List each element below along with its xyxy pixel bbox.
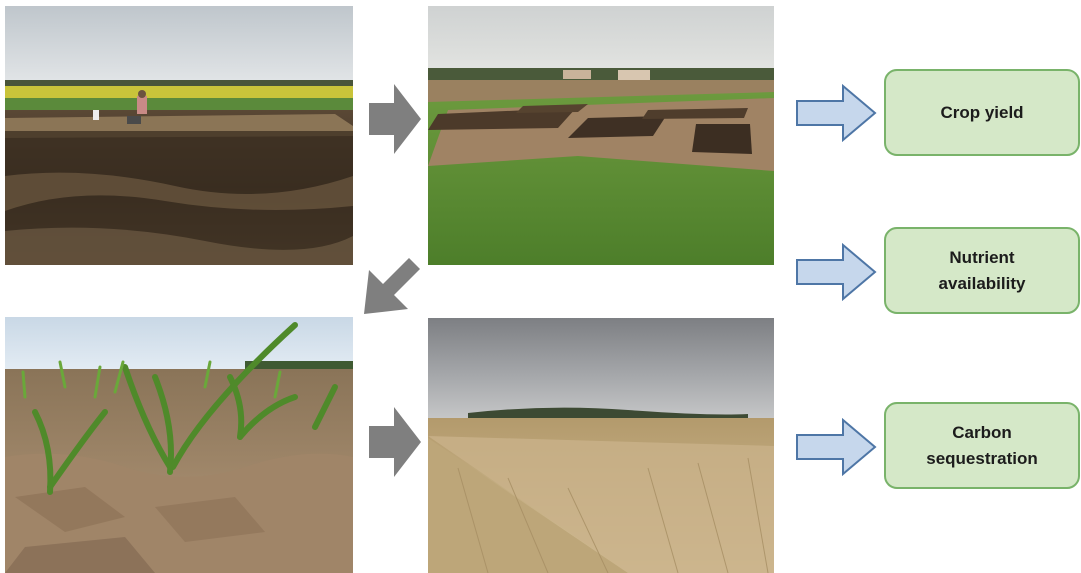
process-arrow-3 xyxy=(369,407,421,477)
process-arrow-2 xyxy=(362,252,426,316)
outcome-arrow-1 xyxy=(795,84,877,142)
outcome-arrow-2 xyxy=(795,243,877,301)
outcome-label: Crop yield xyxy=(940,102,1024,122)
right-arrow-icon xyxy=(369,84,421,154)
right-arrow-outline-icon xyxy=(796,84,877,142)
outcome-box-nutrient-availability: Nutrient availability xyxy=(884,227,1080,314)
outcome-label: Nutrient availability xyxy=(938,248,1026,293)
right-arrow-outline-icon xyxy=(796,243,877,301)
outcome-arrow-3 xyxy=(795,418,877,476)
photo-trial-plots xyxy=(428,6,774,265)
right-arrow-icon xyxy=(369,407,421,477)
process-arrow-1 xyxy=(369,84,421,154)
outcome-box-crop-yield: Crop yield xyxy=(884,69,1080,156)
right-arrow-outline-icon xyxy=(796,418,877,476)
photo-field-application xyxy=(5,6,353,265)
outcome-box-carbon-sequestration: Carbon sequestration xyxy=(884,402,1080,489)
down-left-arrow-icon xyxy=(364,258,420,314)
photo-wheat-field xyxy=(428,318,774,573)
outcome-label: Carbon sequestration xyxy=(926,423,1038,468)
photo-maize-seedlings xyxy=(5,317,353,573)
